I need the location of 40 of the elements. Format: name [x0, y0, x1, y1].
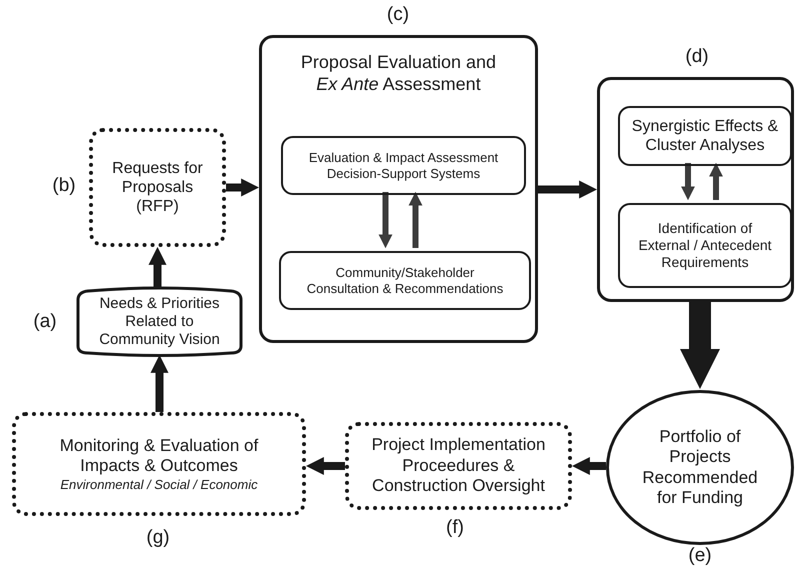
- arrow: [709, 162, 723, 200]
- arrow: [378, 192, 392, 248]
- letter-label: (g): [146, 527, 170, 549]
- letter-label: (f): [446, 517, 464, 539]
- arrow: [148, 246, 166, 288]
- scroll-box: [76, 288, 243, 355]
- group-box: [259, 35, 538, 343]
- arrow: [150, 354, 168, 412]
- letter-label: (c): [386, 4, 410, 26]
- arrow: [306, 457, 345, 475]
- node-text: Identification of External / Antecedent Requirements: [637, 220, 773, 271]
- node-text: Community/Stakeholder Consultation & Recommendations: [306, 264, 504, 296]
- process-box: [618, 106, 792, 166]
- empty-box: [597, 77, 794, 302]
- oval-node: [606, 390, 794, 545]
- node-text: Portfolio of Projects Recommended for Funding: [641, 426, 759, 508]
- letter-label: (d): [685, 46, 709, 68]
- arrow: [538, 180, 598, 198]
- arrow: [572, 457, 606, 475]
- node-text: Evaluation & Impact Assessment Decision-Support Systems: [308, 150, 500, 182]
- arrow: [680, 302, 720, 389]
- subtitle-text: Environmental / Social / Economic: [59, 476, 259, 492]
- node-text: Monitoring & Evaluation of Impacts & Outcomes: [58, 436, 260, 477]
- box-heading: Proposal Evaluation and Ex Ante Assessment: [300, 52, 498, 96]
- arrow: [408, 192, 422, 248]
- node-text: Needs & Priorities Related to Community Vision: [98, 294, 221, 348]
- process-box: [279, 251, 531, 310]
- dotted-process-box: [345, 422, 572, 510]
- dotted-process-box: [89, 128, 226, 247]
- node-text: Requests for Proposals (RFP): [111, 158, 204, 216]
- node-text: Synergistic Effects & Cluster Analyses: [630, 116, 780, 156]
- process-box: [281, 136, 526, 195]
- arrow: [681, 163, 695, 200]
- letter-label: (a): [33, 311, 57, 333]
- letter-label: (b): [52, 175, 76, 197]
- letter-label: (e): [688, 545, 712, 567]
- node-text: Project Implementation Proceedures & Construction Oversight: [370, 435, 546, 497]
- arrow: [226, 178, 260, 196]
- process-box: [618, 203, 792, 288]
- dotted-process-box: [12, 412, 306, 516]
